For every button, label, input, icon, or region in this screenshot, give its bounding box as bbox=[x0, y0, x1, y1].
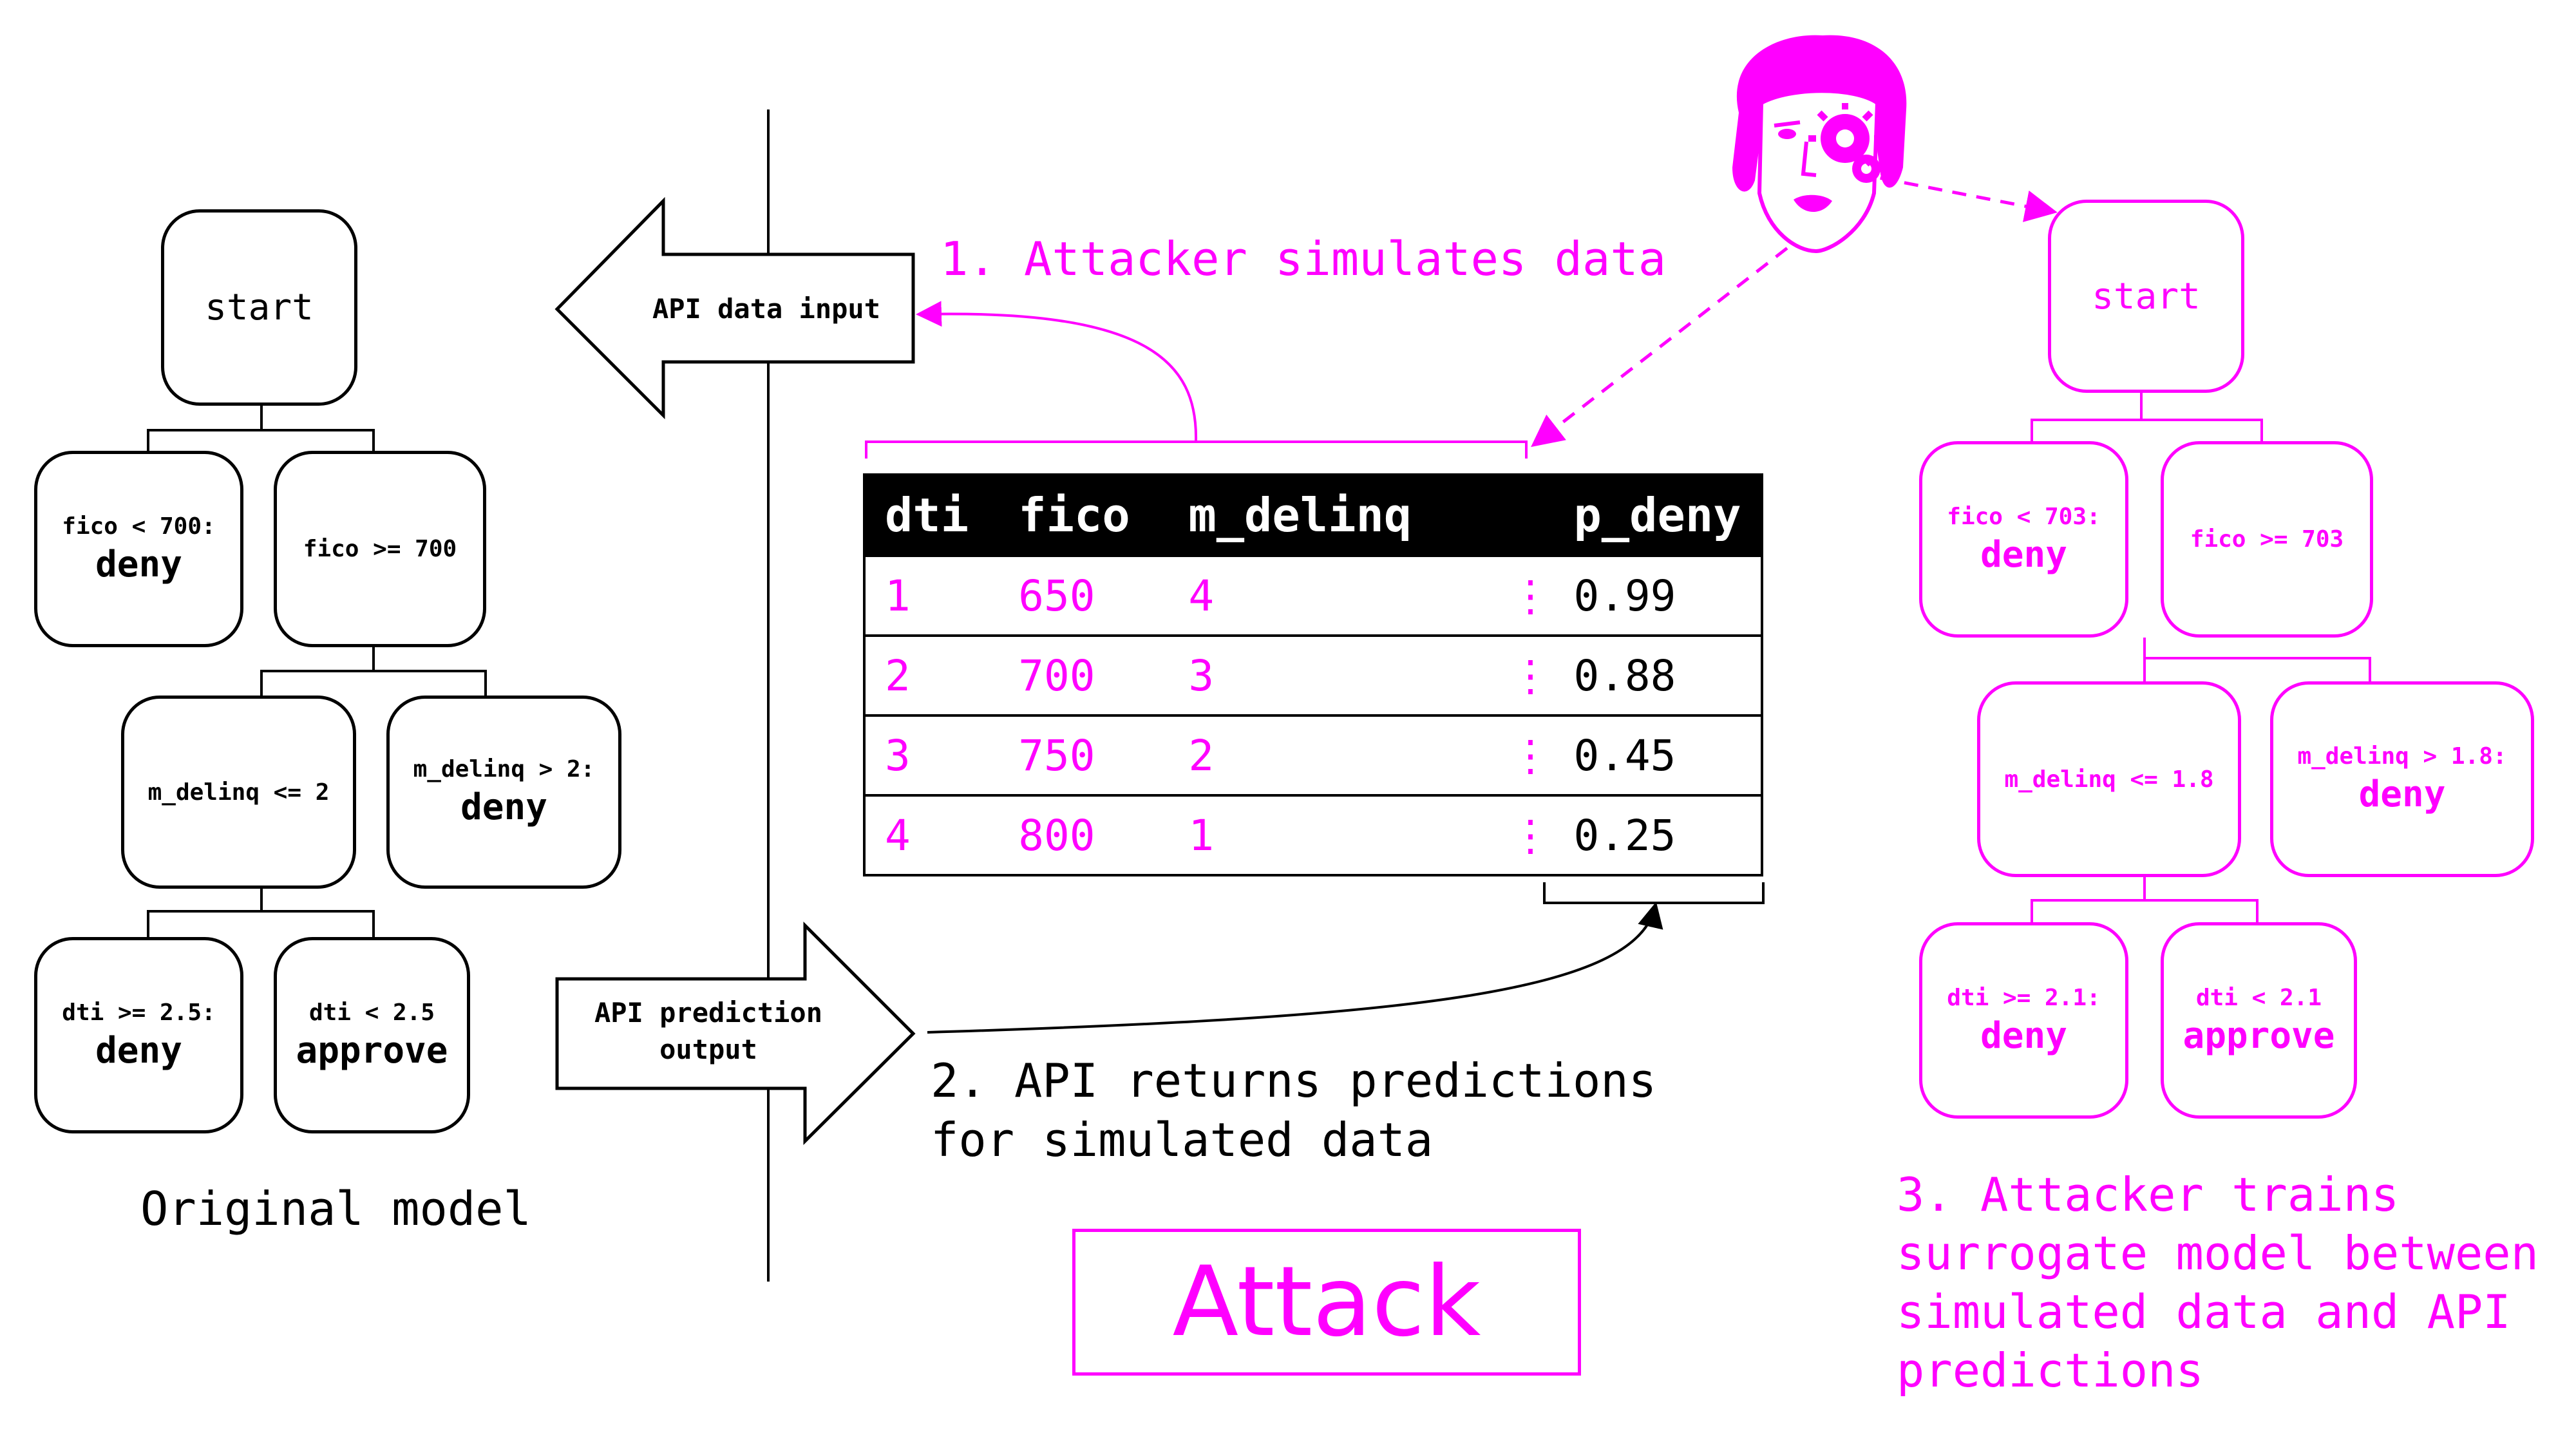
cell-ellipsis: ⋮ bbox=[1490, 554, 1555, 636]
step2-line2: for simulated data bbox=[931, 1113, 1434, 1167]
prediction-bracket bbox=[1543, 882, 1765, 904]
surrogate-start-node: start bbox=[2048, 200, 2244, 393]
api-output-label: API prediction output bbox=[576, 995, 840, 1068]
cell-fico: 650 bbox=[999, 554, 1170, 636]
attack-label-box: Attack bbox=[1072, 1229, 1581, 1376]
step3-line1: 3. Attacker trains bbox=[1897, 1168, 2400, 1222]
original-node-dti-lt: dti < 2.5 approve bbox=[274, 937, 470, 1133]
node-condition: dti >= 2.5: bbox=[62, 999, 216, 1026]
surrogate-node-dti-lt: dti < 2.1 approve bbox=[2161, 922, 2357, 1119]
surrogate-node-mdelinq-le: m_delinq <= 1.8 bbox=[1977, 681, 2241, 877]
api-output-arrow bbox=[555, 921, 916, 1146]
original-node-mdelinq-gt: m_delinq > 2: deny bbox=[386, 696, 621, 889]
table-input-bracket bbox=[865, 440, 1528, 459]
node-outcome: approve bbox=[2183, 1014, 2335, 1057]
cell-fico: 700 bbox=[999, 634, 1170, 715]
step2-text: 2. API returns predictions for simulated… bbox=[931, 1051, 1656, 1170]
simulated-data-table: dti fico m_delinq p_deny 1 650 4 ⋮ 0.99 … bbox=[863, 473, 1763, 876]
cell-p-deny: 0.99 bbox=[1554, 554, 1762, 636]
step1-text: 1. Attacker simulates data bbox=[940, 232, 1667, 286]
node-outcome: approve bbox=[296, 1029, 448, 1072]
cell-p-deny: 0.25 bbox=[1554, 794, 1762, 875]
header-dti: dti bbox=[864, 475, 999, 556]
table-row: 1 650 4 ⋮ 0.99 bbox=[864, 554, 1762, 636]
node-outcome: deny bbox=[1980, 1014, 2067, 1057]
step3-line3: simulated data and API bbox=[1897, 1285, 2511, 1339]
cell-p-deny: 0.45 bbox=[1554, 714, 1762, 795]
node-condition: fico < 700: bbox=[62, 513, 216, 540]
table-row: 3 750 2 ⋮ 0.45 bbox=[864, 714, 1762, 795]
node-label: start bbox=[2092, 275, 2201, 317]
node-outcome: deny bbox=[1980, 533, 2067, 576]
header-m-delinq: m_delinq bbox=[1169, 475, 1490, 556]
original-node-mdelinq-le: m_delinq <= 2 bbox=[121, 696, 356, 889]
cell-p-deny: 0.88 bbox=[1554, 634, 1762, 715]
original-node-dti-ge: dti >= 2.5: deny bbox=[34, 937, 243, 1133]
cell-ellipsis: ⋮ bbox=[1490, 634, 1555, 715]
cell-dti: 3 bbox=[864, 714, 999, 795]
cell-m-delinq: 2 bbox=[1169, 714, 1490, 795]
node-condition: m_delinq <= 1.8 bbox=[2004, 766, 2214, 793]
surrogate-node-dti-ge: dti >= 2.1: deny bbox=[1919, 922, 2128, 1119]
node-condition: fico >= 703 bbox=[2190, 526, 2344, 553]
cell-ellipsis: ⋮ bbox=[1490, 794, 1555, 875]
node-condition: dti >= 2.1: bbox=[1947, 984, 2101, 1011]
surrogate-node-mdelinq-gt: m_delinq > 1.8: deny bbox=[2270, 681, 2534, 877]
node-condition: fico < 703: bbox=[1947, 503, 2101, 530]
node-outcome: deny bbox=[95, 543, 182, 585]
table-row: 2 700 3 ⋮ 0.88 bbox=[864, 634, 1762, 715]
api-input-arrow bbox=[554, 196, 915, 420]
attacker-to-data-arrow bbox=[1531, 232, 1808, 448]
node-condition: m_delinq > 2: bbox=[413, 756, 595, 782]
surrogate-node-fico-ge: fico >= 703 bbox=[2161, 441, 2373, 638]
node-label: start bbox=[205, 287, 314, 328]
attacker-face-icon bbox=[1732, 35, 1907, 254]
header-ellipsis bbox=[1490, 475, 1555, 556]
cell-fico: 800 bbox=[999, 794, 1170, 875]
api-output-label-line2: output bbox=[659, 1033, 757, 1065]
header-p-deny: p_deny bbox=[1554, 475, 1762, 556]
table-row: 4 800 1 ⋮ 0.25 bbox=[864, 794, 1762, 875]
node-condition: m_delinq > 1.8: bbox=[2297, 743, 2507, 770]
cell-m-delinq: 1 bbox=[1169, 794, 1490, 875]
api-input-label: API data input bbox=[652, 293, 880, 325]
original-tree-edges bbox=[147, 406, 487, 937]
api-output-label-line1: API prediction bbox=[594, 997, 822, 1028]
step2-curve bbox=[927, 902, 1663, 1034]
node-outcome: deny bbox=[460, 786, 547, 828]
step3-line2: surrogate model between bbox=[1897, 1226, 2539, 1280]
node-condition: fico >= 700 bbox=[303, 536, 457, 562]
original-model-caption: Original model bbox=[140, 1182, 531, 1236]
cell-dti: 1 bbox=[864, 554, 999, 636]
header-fico: fico bbox=[999, 475, 1170, 556]
original-node-fico-lt: fico < 700: deny bbox=[34, 451, 243, 647]
cell-dti: 2 bbox=[864, 634, 999, 715]
table-header-row: dti fico m_delinq p_deny bbox=[864, 475, 1762, 556]
original-start-node: start bbox=[161, 209, 357, 406]
step2-line1: 2. API returns predictions bbox=[931, 1054, 1657, 1108]
cell-ellipsis: ⋮ bbox=[1490, 714, 1555, 795]
cell-fico: 750 bbox=[999, 714, 1170, 795]
cell-dti: 4 bbox=[864, 794, 999, 875]
attack-label: Attack bbox=[1172, 1246, 1481, 1358]
step3-line4: predictions bbox=[1897, 1343, 2204, 1397]
cell-m-delinq: 4 bbox=[1169, 554, 1490, 636]
surrogate-node-fico-lt: fico < 703: deny bbox=[1919, 441, 2128, 638]
node-outcome: deny bbox=[95, 1029, 182, 1072]
node-condition: m_delinq <= 2 bbox=[147, 779, 330, 806]
surrogate-tree-edges bbox=[2031, 393, 2371, 922]
cell-m-delinq: 3 bbox=[1169, 634, 1490, 715]
step3-text: 3. Attacker trains surrogate model betwe… bbox=[1897, 1166, 2539, 1400]
node-condition: dti < 2.5 bbox=[308, 999, 435, 1026]
node-outcome: deny bbox=[2358, 773, 2446, 815]
original-node-fico-ge: fico >= 700 bbox=[274, 451, 486, 647]
node-condition: dti < 2.1 bbox=[2195, 984, 2322, 1011]
step1-curve bbox=[916, 301, 1198, 442]
